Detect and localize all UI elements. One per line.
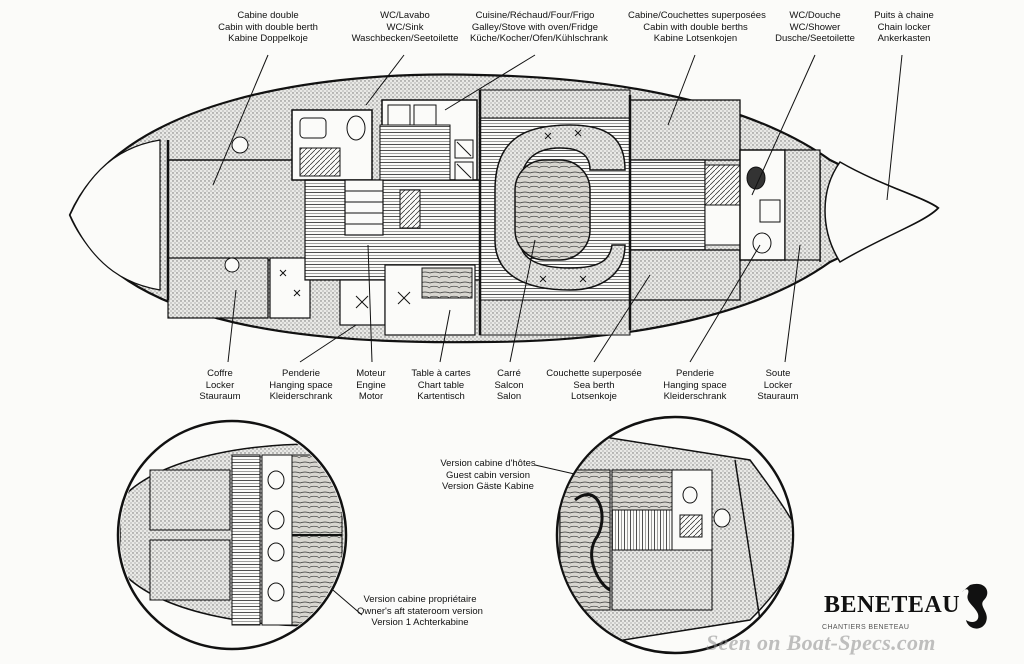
label-line: Soute [765, 368, 791, 379]
salon-table [514, 159, 591, 261]
label-line: Puits à chaine [874, 10, 934, 21]
label-hanging-aft: Penderie Hanging space Kleiderschrank [258, 368, 344, 403]
label-line: Kleiderschrank [269, 391, 333, 403]
label-line: Sea berth [573, 379, 615, 391]
label-line: Chart table [417, 379, 465, 391]
label-line: Guest cabin version [446, 469, 530, 481]
label-line: Salcon [494, 379, 524, 391]
label-line: Küche/Kocher/Ofen/Kühlschrank [470, 33, 608, 45]
label-line: Cabin with double berths [643, 21, 748, 33]
companionway-steps [344, 179, 384, 236]
label-line: Salon [496, 391, 522, 403]
label-hanging-fwd: Penderie Hanging space Kleiderschrank [652, 368, 738, 403]
label-line: Version cabine propriétaire [363, 594, 477, 605]
label-line: Penderie [675, 368, 715, 379]
label-line: Hanging space [663, 379, 727, 391]
label-line: Owner's aft stateroom version [357, 605, 483, 617]
label-line: Cuisine/Réchaud/Four/Frigo [475, 10, 595, 21]
label-line: Coffre [207, 368, 233, 379]
salon-cushion-marks [539, 129, 587, 283]
label-line: Stauraum [757, 391, 799, 403]
label-wc-sink: WC/Lavabo WC/Sink Waschbecken/Seetoilett… [340, 10, 470, 45]
engine-box [339, 279, 386, 326]
label-line: Dusche/Seetoilette [775, 33, 855, 45]
label-cabin-double: Cabine double Cabin with double berth Ka… [203, 10, 333, 45]
label-line: Kartentisch [417, 391, 465, 403]
label-line: Engine [356, 379, 386, 391]
label-line: Kabine Lotsenkojen [653, 33, 738, 45]
label-line: Chain locker [877, 21, 931, 33]
label-cabin-bunks: Cabine/Couchettes superposées Cabin with… [628, 10, 766, 45]
label-engine: Moteur Engine Motor [344, 368, 398, 403]
label-line: Moteur [356, 368, 386, 379]
forward-cabin [629, 99, 741, 161]
label-line: Stauraum [199, 391, 241, 403]
label-line: Waschbecken/Seetoilette [351, 33, 459, 45]
main-hull-plan [68, 73, 940, 344]
brand-name: BENETEAU [824, 592, 961, 618]
label-line: Locker [763, 379, 793, 391]
label-chart-table: Table à cartes Chart table Kartentisch [402, 368, 480, 403]
label-wc-shower: WC/Douche WC/Shower Dusche/Seetoilette [772, 10, 858, 45]
label-sea-berth: Couchette superposée Sea berth Lotsenkoj… [540, 368, 648, 403]
label-line: Couchette superposée [546, 368, 642, 379]
label-line: Table à cartes [411, 368, 471, 379]
label-line: Hanging space [269, 379, 333, 391]
label-line: Cabin with double berth [218, 21, 318, 33]
label-line: Version cabine d'hôtes [440, 458, 536, 469]
label-line: Cabine/Couchettes superposées [628, 10, 766, 21]
label-line: WC/Shower [789, 21, 841, 33]
label-chain-locker: Puits à chaine Chain locker Ankerkasten [866, 10, 942, 45]
cabin-sole [304, 179, 481, 281]
guest-version-inset [555, 415, 795, 655]
label-locker-aft: Coffre Locker Stauraum [188, 368, 252, 403]
brand-subtitle: CHANTIERS BENETEAU [822, 624, 910, 631]
label-line: WC/Lavabo [380, 10, 430, 21]
label-salon: Carré Salcon Salon [484, 368, 534, 403]
label-guest-version: Version cabine d'hôtes Guest cabin versi… [432, 458, 544, 493]
label-line: Penderie [281, 368, 321, 379]
label-line: Galley/Stove with oven/Fridge [471, 21, 599, 33]
label-line: WC/Sink [386, 21, 424, 33]
label-line: Kleiderschrank [663, 391, 727, 403]
label-owner-version: Version cabine propriétaire Owner's aft … [356, 594, 484, 629]
aft-double-cabin [167, 159, 309, 261]
label-line: Version 1 Achterkabine [371, 617, 469, 629]
label-line: Kabine Doppelkoje [228, 33, 308, 45]
label-line: Cabine double [237, 10, 299, 21]
watermark: Seen on Boat-Specs.com [706, 630, 936, 655]
label-galley: Cuisine/Réchaud/Four/Frigo Galley/Stove … [470, 10, 608, 45]
label-line: Carré [497, 368, 521, 379]
label-line: Locker [205, 379, 235, 391]
owner-version-inset [116, 419, 348, 651]
label-line: Version Gäste Kabine [442, 481, 534, 493]
label-locker-fwd: Soute Locker Stauraum [748, 368, 808, 403]
label-line: Ankerkasten [877, 33, 931, 45]
label-line: WC/Douche [789, 10, 841, 21]
seahorse-logo [962, 583, 988, 629]
label-line: Lotsenkoje [571, 391, 617, 403]
label-line: Motor [358, 391, 384, 403]
